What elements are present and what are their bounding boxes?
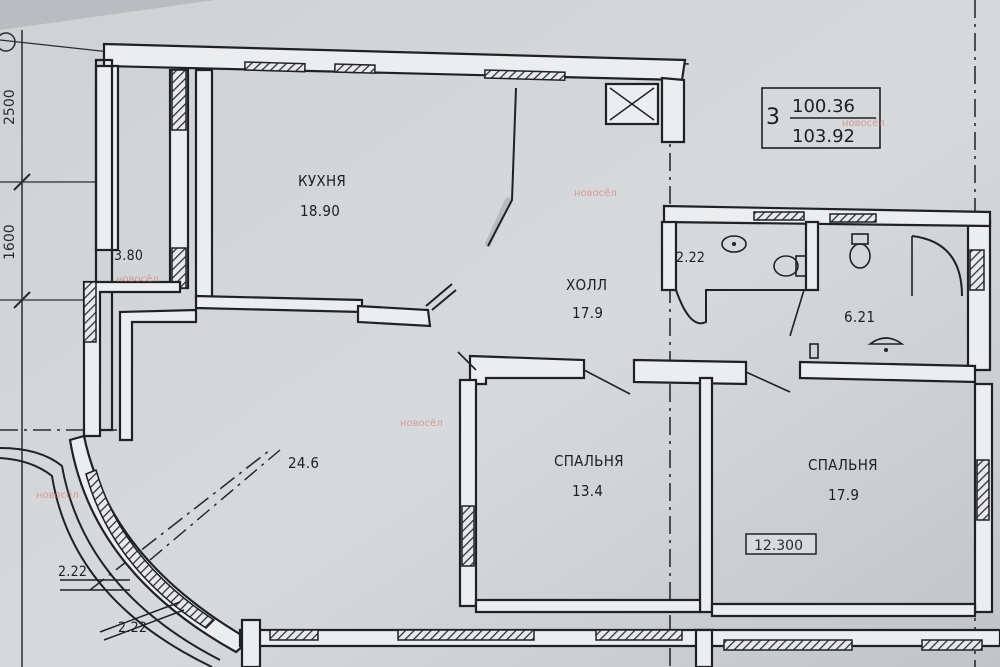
room-living-area: 24.6	[288, 454, 319, 472]
interior-walls	[60, 87, 992, 641]
room-bedroom1-name: СПАЛЬНЯ	[554, 452, 624, 470]
room-hall-area: 17.9	[572, 304, 603, 322]
room-bedroom2-name: СПАЛЬНЯ	[808, 456, 878, 474]
badge-total-area: 103.92	[792, 126, 855, 147]
outer-walls	[0, 42, 1000, 667]
room-balcony-a-area: 2.22	[58, 564, 87, 580]
room-hall-name: ХОЛЛ	[566, 276, 607, 294]
page-fold-shadow	[0, 0, 215, 30]
room-kitchen-area: 18.90	[300, 202, 340, 220]
watermark-2: новосёл	[400, 418, 443, 429]
wc-toilet-icon	[773, 255, 799, 277]
elevation-marker: 12.300	[745, 533, 817, 555]
dimension-middle-label: 1600	[2, 224, 18, 260]
watermark-1: новосёл	[574, 188, 617, 199]
apartment-badge: 3 100.36 103.92	[761, 87, 881, 149]
watermark-5: новосёл	[842, 118, 885, 129]
room-storage-area: 3.80	[114, 248, 143, 264]
dimension-top-label: 2500	[2, 89, 18, 125]
badge-living-area: 100.36	[792, 96, 855, 117]
watermark-3: новосёл	[36, 490, 79, 501]
elevation-value: 12.300	[754, 538, 803, 554]
room-kitchen-name: КУХНЯ	[298, 172, 346, 190]
watermark-4: новосёл	[116, 274, 159, 285]
badge-rooms: 3	[766, 105, 780, 130]
sanitary-fixtures	[721, 233, 905, 359]
room-balcony-b-area: 2.22	[118, 620, 147, 636]
room-bedroom2-area: 17.9	[828, 486, 859, 504]
bath-sink-icon	[867, 337, 905, 345]
room-wc-area: 2.22	[676, 250, 705, 266]
wc-sink-icon	[721, 235, 747, 253]
room-bedroom1-area: 13.4	[572, 482, 603, 500]
washer-icon	[809, 343, 819, 359]
room-bath-area: 6.21	[844, 308, 875, 326]
dimension-line-left	[0, 30, 111, 667]
